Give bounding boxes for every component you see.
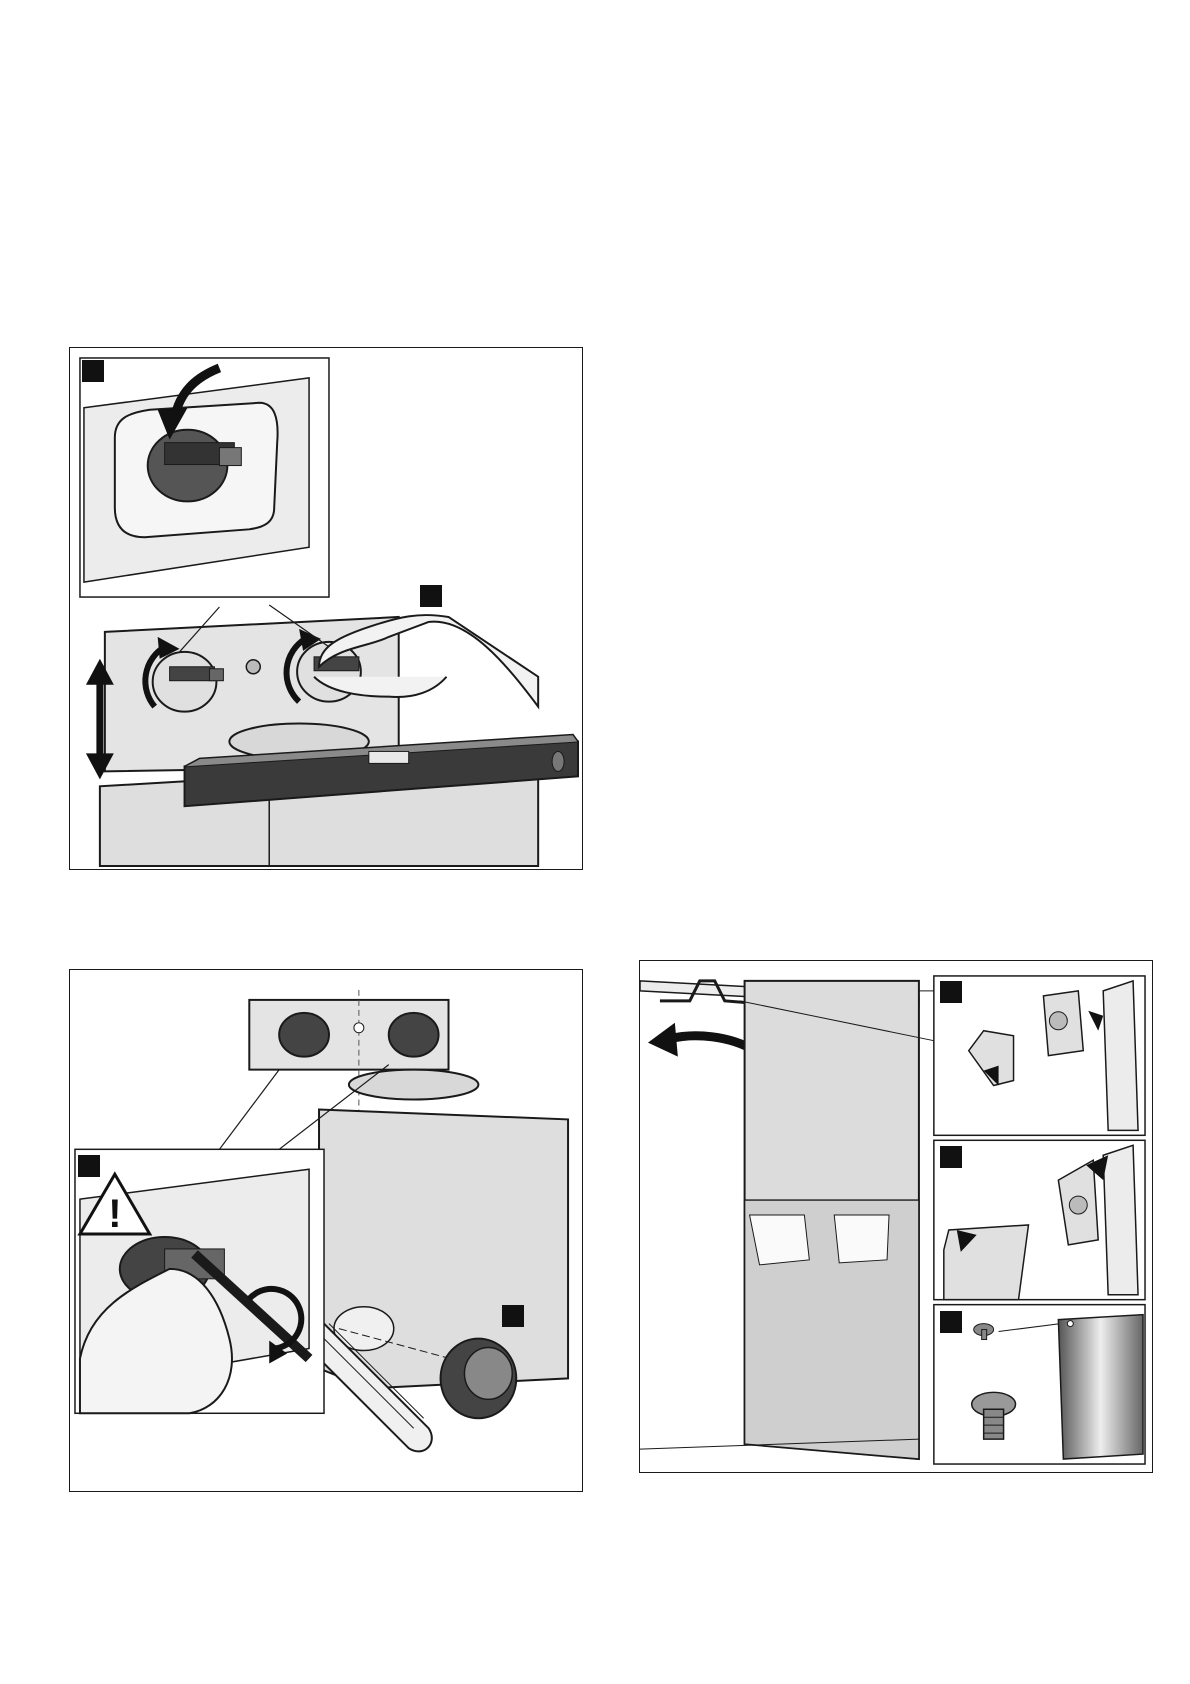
figure-chimney-fit [639, 960, 1153, 1473]
step-marker [82, 360, 104, 382]
step-marker [420, 585, 442, 607]
screw-fix-illustration: ! [70, 970, 582, 1491]
warning-symbol: ! [108, 1192, 121, 1236]
figure-screw-fix: ! [69, 969, 583, 1492]
step-marker [940, 1311, 962, 1333]
figure-level-adjust [69, 347, 583, 870]
step-marker [940, 981, 962, 1003]
detail-inset-clip-bottom [934, 1140, 1145, 1299]
detail-inset-screw [934, 1305, 1145, 1464]
level-adjust-illustration [70, 348, 582, 869]
detail-inset-clip-top [934, 976, 1145, 1135]
chimney-fit-illustration [640, 961, 1152, 1472]
zoom-inset [80, 358, 329, 652]
step-marker [502, 1305, 524, 1327]
step-marker [940, 1146, 962, 1168]
curved-arrow-icon [670, 1036, 755, 1051]
step-marker [78, 1155, 100, 1177]
knob-icon [441, 1339, 517, 1419]
